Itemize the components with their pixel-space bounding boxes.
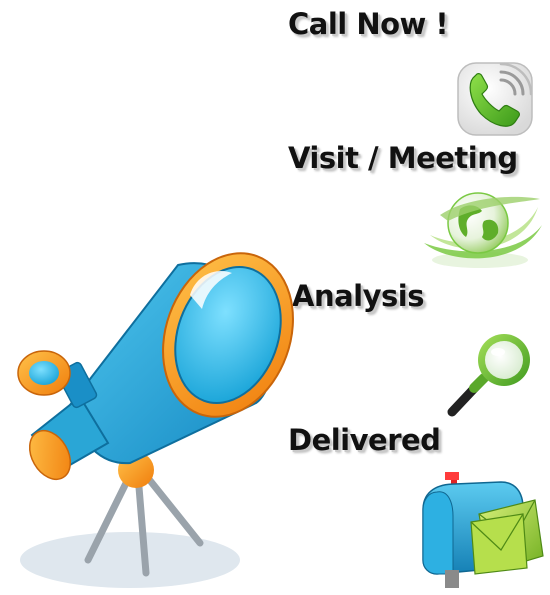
phone-icon [457, 62, 533, 136]
magnifier-icon [447, 334, 530, 417]
step-label-delivered: Delivered [288, 423, 441, 457]
step-label-analysis: Analysis [292, 279, 424, 313]
step-label-call-now: Call Now ! [288, 7, 449, 41]
globe-icon [424, 192, 542, 268]
telescope-illustration [17, 252, 294, 588]
mailbox-icon [422, 472, 544, 588]
step-label-visit-meeting: Visit / Meeting [288, 141, 518, 175]
